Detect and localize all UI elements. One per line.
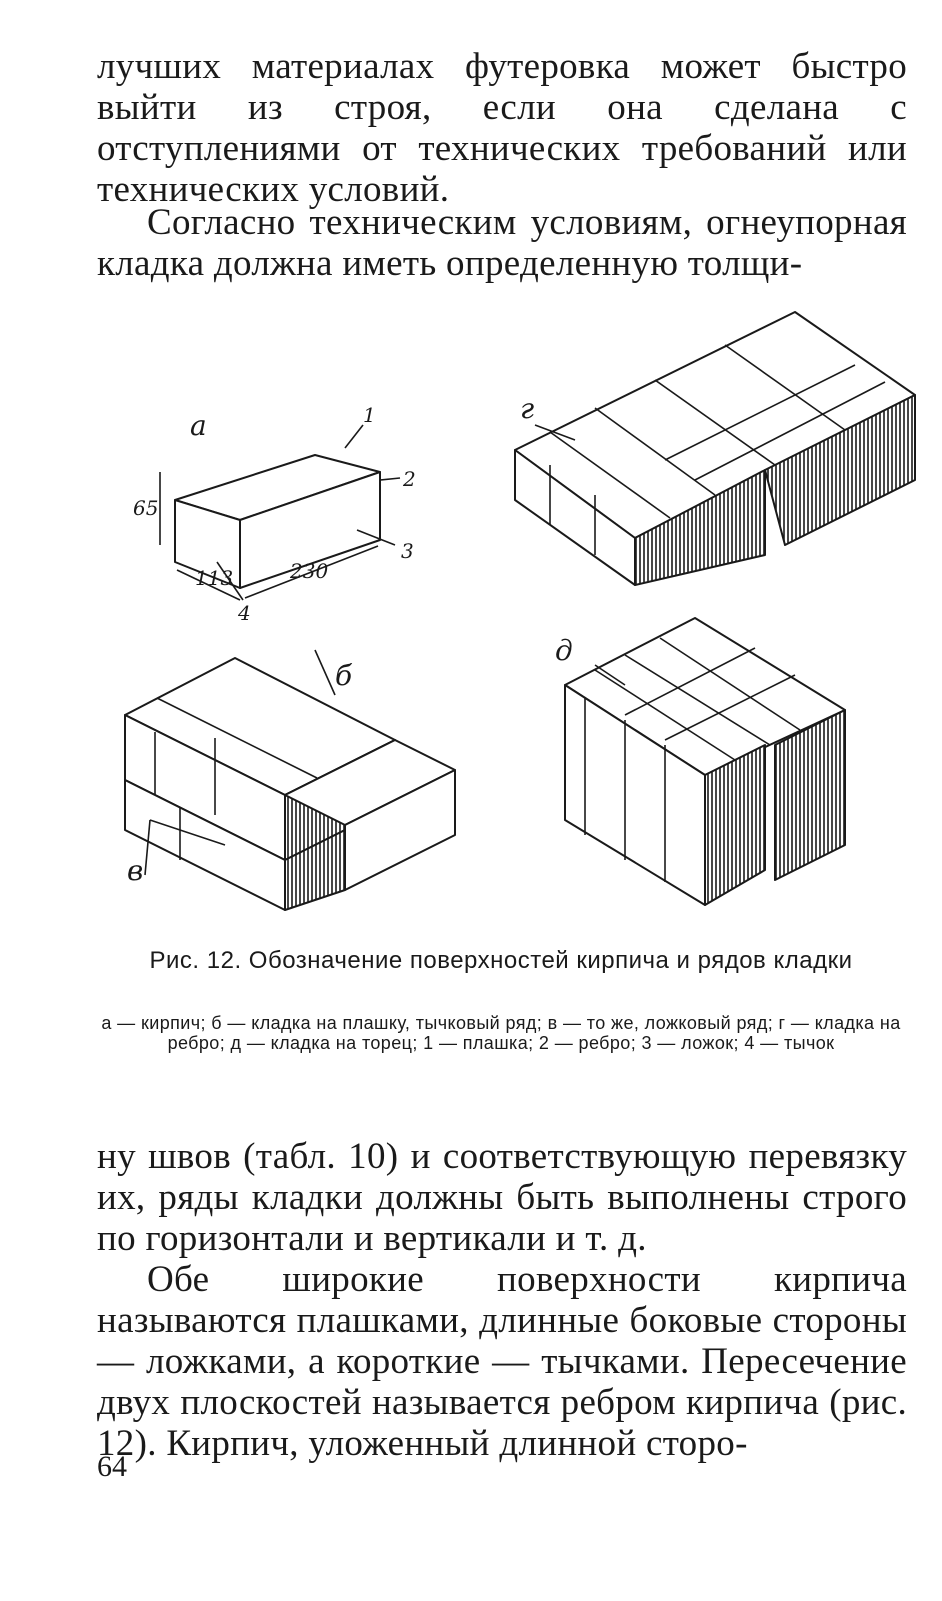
label-b: б (335, 659, 353, 692)
brick-a-side-face (239, 471, 381, 589)
label-3: 3 (401, 539, 414, 563)
dim-113: 113 (195, 566, 233, 590)
page-number: 64 (97, 1450, 127, 1483)
label-d: д (555, 634, 573, 667)
course-g-side-back (764, 394, 916, 546)
masonry-g: г (514, 311, 916, 586)
course-d-side-back (774, 709, 846, 881)
label-2: 2 (402, 467, 416, 491)
label-a: а (190, 409, 207, 442)
masonry-b-v: б в (124, 649, 456, 911)
brick-illustration: а 1 2 3 4 65 113 230 (124, 311, 916, 911)
paragraph-2: Согласно техническим условиям, огнеупорн… (97, 202, 907, 284)
course-d-side-front (704, 744, 766, 906)
brick-a: а 1 2 3 4 65 113 230 (133, 403, 416, 625)
figure-12-brick-diagram: а 1 2 3 4 65 113 230 (95, 300, 925, 940)
label-1: 1 (363, 403, 376, 427)
label-v: в (127, 854, 143, 887)
label-4: 4 (237, 601, 251, 625)
paragraph-4: Обе широкие поверхности кирпича называют… (97, 1259, 907, 1464)
dim-65: 65 (133, 496, 158, 520)
paragraph-3: ну швов (табл. 10) и соответствующую пер… (97, 1136, 907, 1259)
figure-caption-description: а — кирпич; б — кладка на плашку, тычков… (101, 1013, 901, 1053)
figure-caption-title: Рис. 12. Обозначение поверхностей кирпич… (149, 947, 853, 974)
course-g-side-front (634, 469, 766, 586)
course-v-side (284, 829, 346, 911)
dim-230: 230 (289, 559, 328, 583)
masonry-d: д (555, 617, 846, 906)
paragraph-1: лучших материалах футеровка может быстро… (97, 46, 907, 210)
label-g: г (520, 392, 534, 425)
